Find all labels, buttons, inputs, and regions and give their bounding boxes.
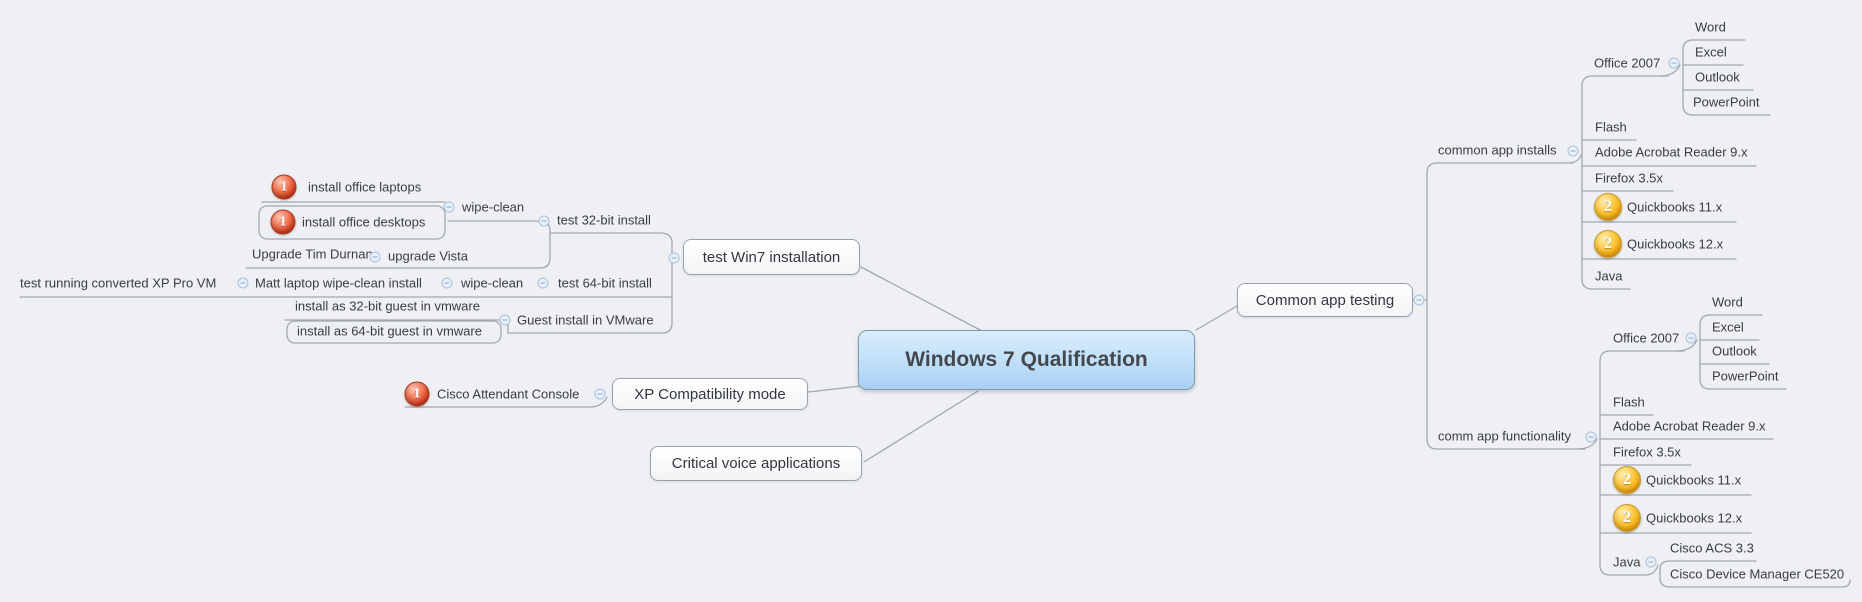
topic-install-office-desktops[interactable]: install office desktops [302,214,426,230]
topic-cisco-device-manager[interactable]: Cisco Device Manager CE520 [1670,566,1845,582]
collapse-icon[interactable] [441,277,453,289]
topic-office-2007-functionality[interactable]: Office 2007 [1613,330,1680,346]
topic-java-installs[interactable]: Java [1595,268,1623,284]
topic-test-64-bit-install[interactable]: test 64-bit install [558,275,652,291]
priority-2-icon: 2 [1613,504,1641,532]
topic-install-office-laptops[interactable]: install office laptops [308,179,422,195]
priority-2-icon: 2 [1594,193,1622,221]
collapse-icon[interactable] [594,388,606,400]
topic-acrobat-functionality[interactable]: Adobe Acrobat Reader 9.x [1613,418,1766,434]
topic-outlook-installs[interactable]: Outlook [1695,69,1740,85]
collapse-icon[interactable] [237,277,249,289]
topic-flash-installs[interactable]: Flash [1595,119,1627,135]
collapse-icon[interactable] [537,277,549,289]
priority-2-icon: 2 [1594,230,1622,258]
collapse-icon[interactable] [1645,556,1657,568]
topic-firefox-functionality[interactable]: Firefox 3.5x [1613,444,1681,460]
collapse-icon[interactable] [538,215,550,227]
topic-word-functionality[interactable]: Word [1712,294,1743,310]
topic-guest-install-in-vmware[interactable]: Guest install in VMware [517,312,654,328]
topic-quickbooks-11-installs[interactable]: Quickbooks 11.x [1627,199,1723,215]
topic-quickbooks-12-functionality[interactable]: Quickbooks 12.x [1646,510,1743,526]
topic-java-functionality[interactable]: Java [1613,554,1641,570]
topic-test-32-bit-install[interactable]: test 32-bit install [557,212,651,228]
collapse-icon[interactable] [1413,294,1425,306]
collapse-icon[interactable] [1668,57,1680,69]
topic-powerpoint-functionality[interactable]: PowerPoint [1712,368,1779,384]
topic-wipe-clean-64[interactable]: wipe-clean [461,275,524,291]
topic-firefox-installs[interactable]: Firefox 3.5x [1595,170,1663,186]
topic-test-win7-installation[interactable]: test Win7 installation [683,239,860,275]
topic-flash-functionality[interactable]: Flash [1613,394,1645,410]
topic-common-app-testing[interactable]: Common app testing [1237,283,1413,317]
topic-comm-app-functionality[interactable]: comm app functionality [1438,428,1571,444]
topic-quickbooks-12-installs[interactable]: Quickbooks 12.x [1627,236,1724,252]
topic-upgrade-vista[interactable]: upgrade Vista [388,248,468,264]
topic-install-as-64-bit-guest[interactable]: install as 64-bit guest in vmware [297,323,482,339]
topic-matt-laptop-wipe-clean-install[interactable]: Matt laptop wipe-clean install [255,275,422,291]
topic-excel-installs[interactable]: Excel [1695,44,1727,60]
central-topic[interactable]: Windows 7 Qualification [858,330,1195,390]
topic-acrobat-installs[interactable]: Adobe Acrobat Reader 9.x [1595,144,1748,160]
collapse-icon[interactable] [1585,431,1597,443]
topic-common-app-installs[interactable]: common app installs [1438,142,1557,158]
topic-quickbooks-11-functionality[interactable]: Quickbooks 11.x [1646,472,1742,488]
topic-critical-voice-applications[interactable]: Critical voice applications [650,446,862,481]
topic-office-2007-installs[interactable]: Office 2007 [1594,55,1661,71]
topic-powerpoint-installs[interactable]: PowerPoint [1693,94,1760,110]
topic-xp-compatibility-mode[interactable]: XP Compatibility mode [612,378,808,410]
priority-1-icon: 1 [404,381,430,407]
topic-upgrade-tim-durnan[interactable]: Upgrade Tim Durnan [252,246,373,262]
topic-word-installs[interactable]: Word [1695,19,1726,35]
priority-1-icon: 1 [270,209,296,235]
collapse-icon[interactable] [499,314,511,326]
collapse-icon[interactable] [668,252,680,264]
topic-wipe-clean-32[interactable]: wipe-clean [462,199,525,215]
topic-outlook-functionality[interactable]: Outlook [1712,343,1757,359]
topic-excel-functionality[interactable]: Excel [1712,319,1744,335]
topic-cisco-acs[interactable]: Cisco ACS 3.3 [1670,540,1754,556]
topic-install-as-32-bit-guest[interactable]: install as 32-bit guest in vmware [295,298,480,314]
topic-test-running-converted-xp-vm[interactable]: test running converted XP Pro VM [20,275,217,291]
topic-cisco-attendant-console[interactable]: Cisco Attendant Console [437,386,580,402]
collapse-icon[interactable] [443,201,455,213]
priority-2-icon: 2 [1613,466,1641,494]
collapse-icon[interactable] [369,251,381,263]
priority-1-icon: 1 [271,174,297,200]
collapse-icon[interactable] [1685,332,1697,344]
collapse-icon[interactable] [1567,145,1579,157]
